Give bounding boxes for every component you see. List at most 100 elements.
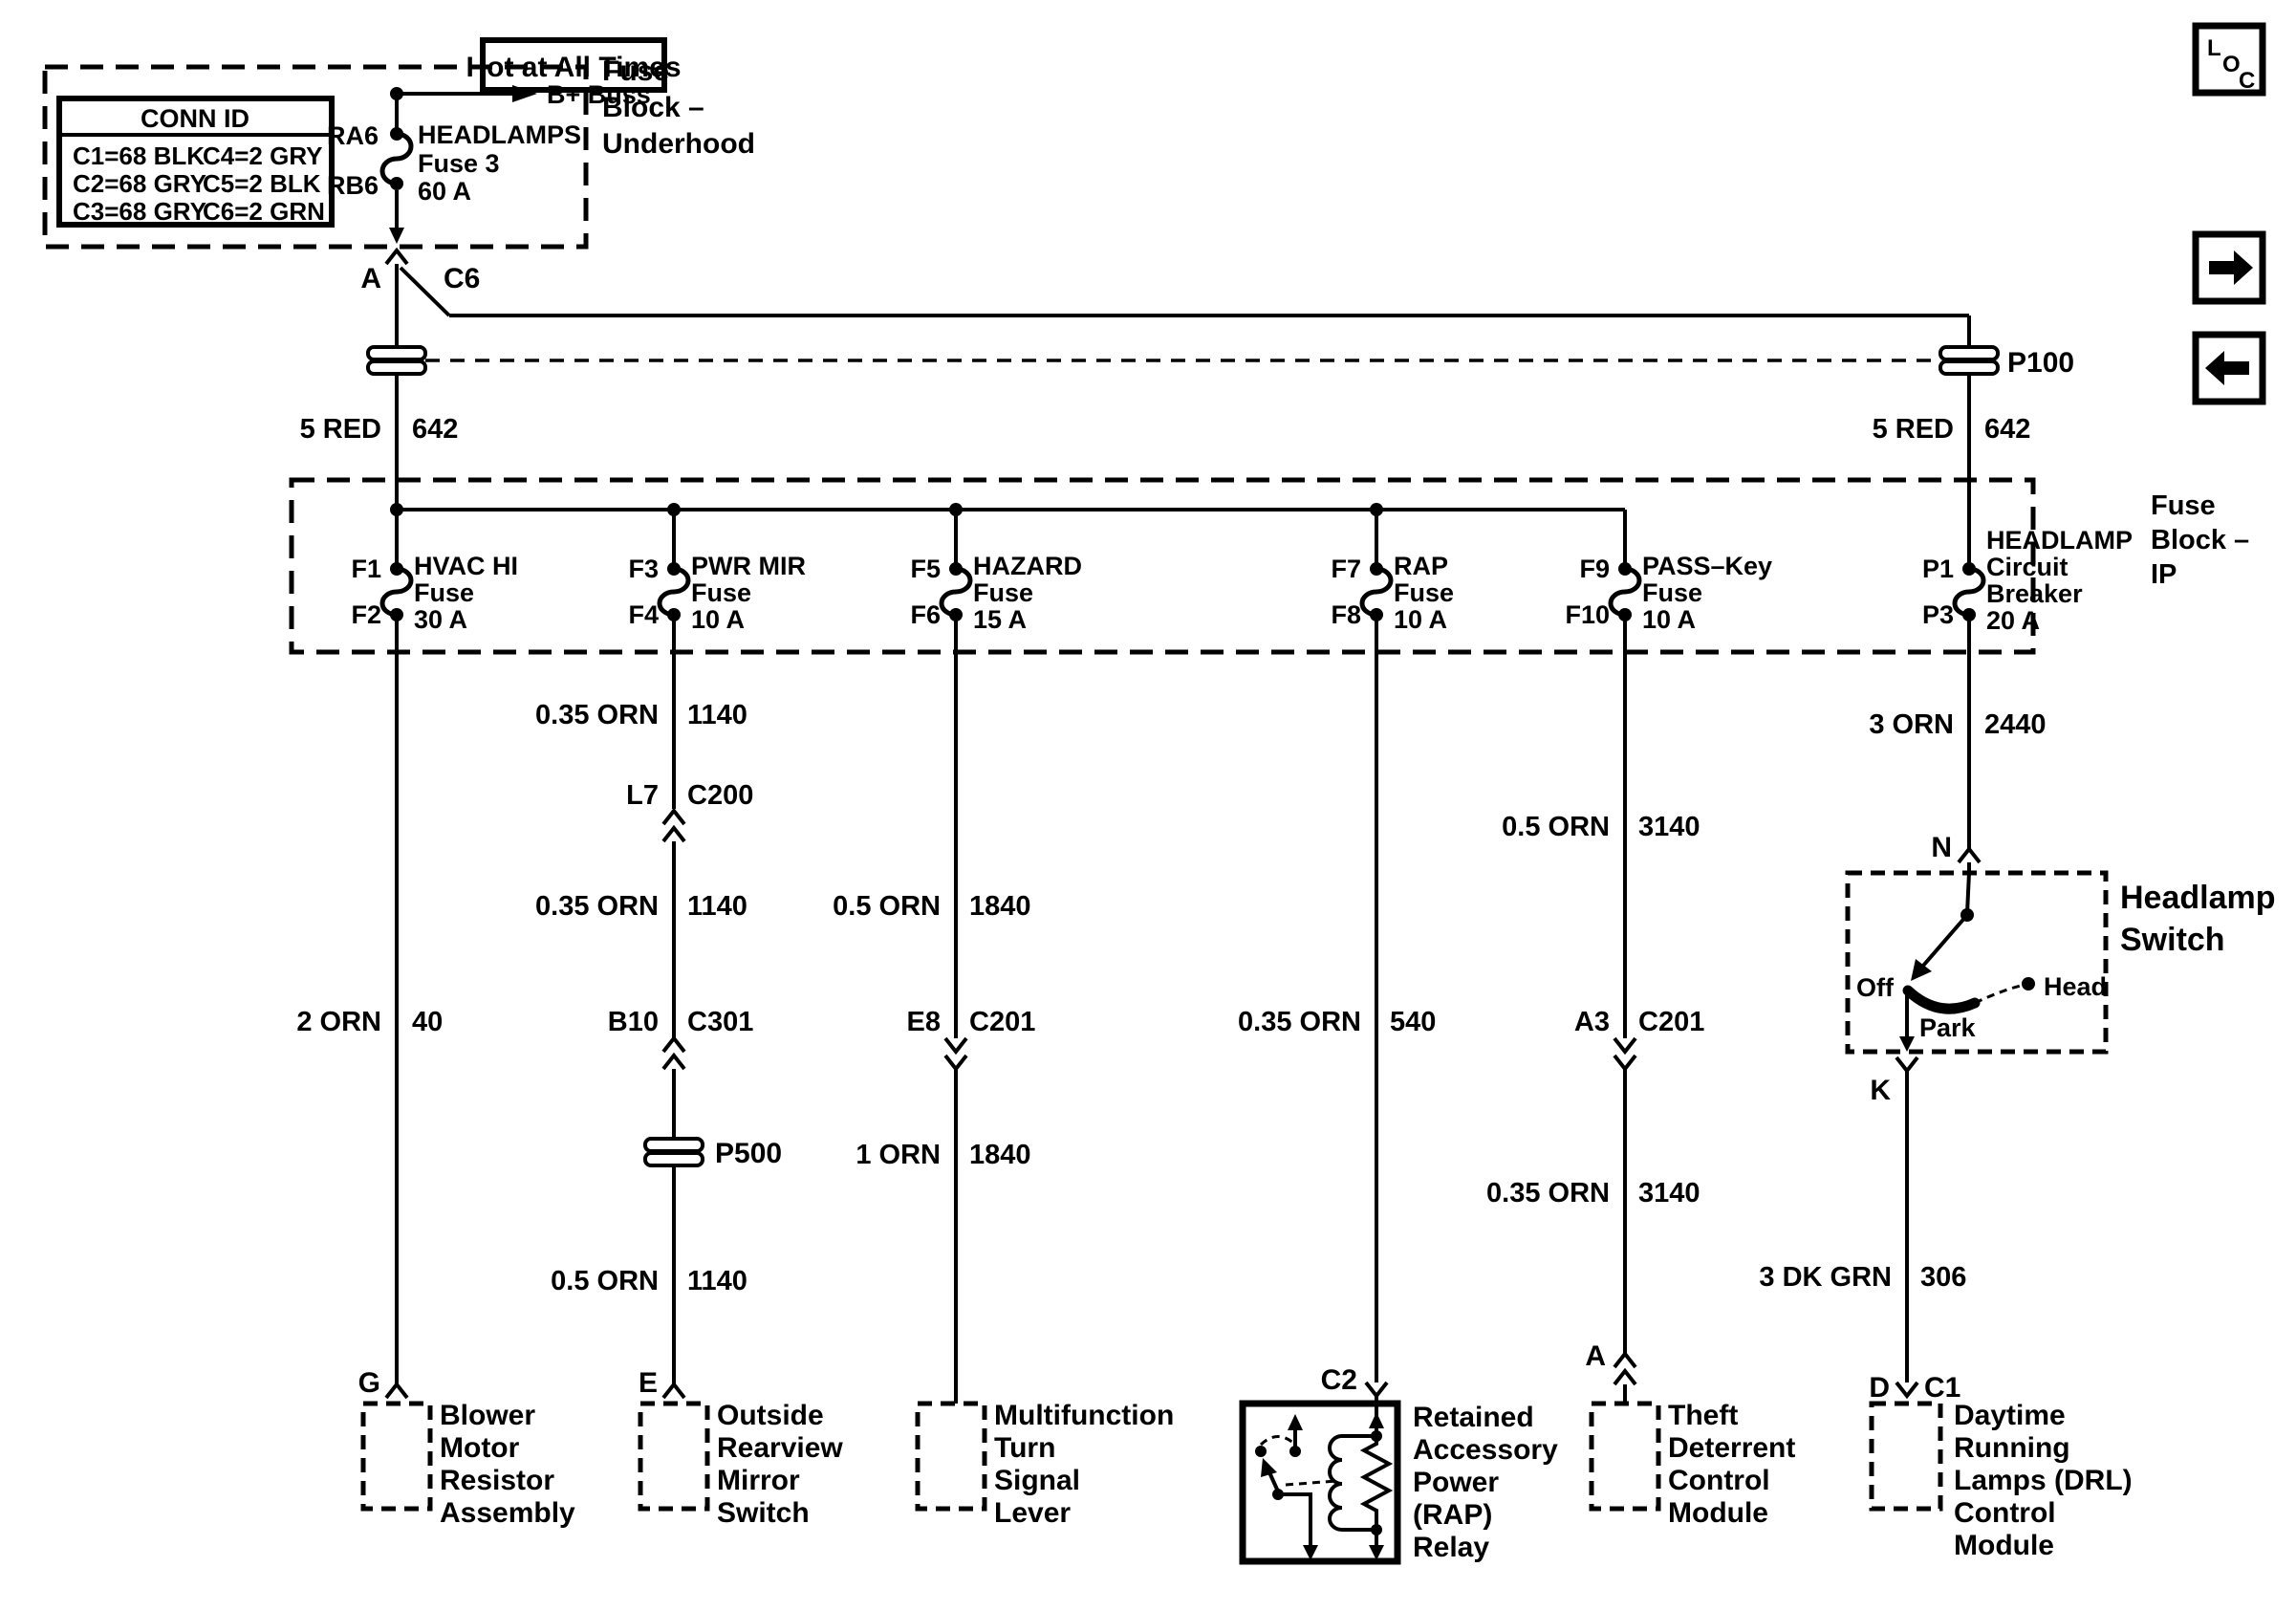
bplus-label: B+ Buss bbox=[547, 80, 651, 109]
component-label: Control bbox=[1668, 1465, 1770, 1496]
component-label: Control bbox=[1954, 1497, 2056, 1529]
conn-row: C3=68 GRY bbox=[73, 197, 206, 226]
breaker-name: HEADLAMP bbox=[1986, 526, 2133, 555]
breaker-pin: P3 bbox=[1922, 600, 1954, 629]
component-blower-motor-resistor: Blower Motor Resistor Assembly bbox=[360, 1400, 575, 1529]
fuse-pin: F6 bbox=[910, 600, 941, 629]
pin-label: E8 bbox=[907, 1007, 941, 1037]
fuse-name: HAZARD bbox=[973, 552, 1082, 580]
fuse-pin: F4 bbox=[628, 600, 659, 629]
wire-circuit: 306 bbox=[1920, 1262, 1966, 1293]
pin-label: L7 bbox=[626, 780, 659, 811]
wire-circuit: 3140 bbox=[1638, 812, 1700, 842]
component-label: Retained bbox=[1413, 1402, 1534, 1433]
component-box bbox=[1589, 1401, 1661, 1512]
component-drl-module: Daytime Running Lamps (DRL) Control Modu… bbox=[1869, 1400, 2133, 1561]
ip-label: Block – bbox=[2151, 525, 2249, 555]
component-label: Blower bbox=[440, 1400, 535, 1431]
underhood-fuse-block: Fuse Block – Underhood B+ Buss RA6 RB6 H… bbox=[42, 55, 755, 250]
headlamp-switch-label: Switch bbox=[2120, 922, 2225, 958]
grommet-icon bbox=[1939, 345, 2000, 376]
fuse-element-icon bbox=[1608, 566, 1642, 618]
fuse-element-icon bbox=[939, 566, 973, 618]
fuse-pin: RA6 bbox=[327, 121, 379, 150]
arrowhead-icon bbox=[1261, 1458, 1277, 1477]
component-box bbox=[360, 1401, 433, 1512]
splice-label: P500 bbox=[715, 1138, 782, 1169]
fuse-name: PASS–Key bbox=[1642, 552, 1772, 580]
conn-row: C2=68 GRY bbox=[73, 169, 206, 198]
connector-chevron-icon bbox=[384, 1381, 409, 1400]
component-label: Switch bbox=[717, 1497, 810, 1529]
wire-circuit: 2440 bbox=[1984, 709, 2047, 740]
contact-dot bbox=[1289, 1446, 1301, 1457]
wire-circuit: 1840 bbox=[969, 1140, 1031, 1170]
wire-gauge: 0.5 ORN bbox=[551, 1266, 659, 1296]
pin-label: C2 bbox=[1321, 1364, 1357, 1396]
fuse-pin: F8 bbox=[1331, 600, 1361, 629]
component-label: Lamps (DRL) bbox=[1954, 1465, 2133, 1496]
pin-label: N bbox=[1931, 832, 1952, 863]
connector-chevron-icon bbox=[1895, 1056, 1919, 1075]
fuse-pin: F7 bbox=[1331, 555, 1361, 583]
loc-box[interactable] bbox=[2192, 22, 2266, 97]
pin-label: D bbox=[1869, 1372, 1890, 1404]
component-box bbox=[915, 1401, 987, 1512]
ip-box bbox=[289, 477, 2036, 655]
wire-gauge: 3 DK GRN bbox=[1759, 1262, 1892, 1293]
wire-circuit: 642 bbox=[1984, 414, 2030, 445]
pin-label: K bbox=[1870, 1075, 1891, 1106]
breaker-pin: P1 bbox=[1922, 555, 1954, 583]
splice-label: P100 bbox=[2007, 347, 2074, 379]
connector-double-chevron-icon bbox=[1613, 1350, 1637, 1386]
wire-gauge: 3 ORN bbox=[1869, 709, 1954, 740]
component-label: Module bbox=[1954, 1530, 2054, 1561]
conn-row: C5=2 BLK bbox=[203, 169, 321, 198]
switch-head-dot bbox=[2022, 977, 2035, 991]
wire-gauge: 0.35 ORN bbox=[1486, 1178, 1610, 1208]
connector-chevron-icon bbox=[1895, 1381, 1919, 1400]
breaker-name: 20 A bbox=[1986, 606, 2040, 635]
component-rap-relay: Retained Accessory Power (RAP) Relay bbox=[1239, 1396, 1558, 1565]
fuse-name: 60 A bbox=[418, 177, 471, 206]
arrow-left-icon bbox=[2205, 351, 2249, 385]
component-label: Mirror bbox=[717, 1465, 800, 1496]
fuse-name: Fuse bbox=[973, 578, 1033, 607]
breaker-name: Circuit bbox=[1986, 553, 2069, 581]
headlamp-switch: Headlamp Switch Off Park Head K 3 DK GRN… bbox=[1759, 870, 2276, 1404]
next-page-button[interactable] bbox=[2192, 230, 2266, 305]
switch-position-off: Off bbox=[1856, 973, 1895, 1002]
switch-arm bbox=[1921, 913, 1969, 968]
wire-gauge: 0.35 ORN bbox=[535, 891, 659, 922]
connector-double-chevron-icon bbox=[661, 807, 686, 843]
component-label: Theft bbox=[1668, 1400, 1738, 1431]
wire-gauge: 0.5 ORN bbox=[1502, 812, 1610, 842]
component-theft-deterrent: Theft Deterrent Control Module bbox=[1589, 1400, 1795, 1529]
fuse-name: Fuse bbox=[691, 578, 751, 607]
switch-park-arc bbox=[1902, 985, 1981, 1014]
fuse-pin: F9 bbox=[1579, 555, 1610, 583]
circuit-headlamp: 3 ORN 2440 N bbox=[1869, 615, 2047, 873]
component-label: Rearview bbox=[717, 1432, 843, 1464]
underhood-label: Fuse bbox=[602, 55, 669, 87]
switch-position-park: Park bbox=[1919, 1013, 1977, 1042]
main-feed: A C6 P100 5 RED 642 5 RED 642 bbox=[300, 247, 2074, 480]
wire bbox=[1965, 872, 1971, 914]
fuse-pwr-mir: F3 F4 PWR MIR Fuse 10 A bbox=[628, 552, 806, 634]
fuse-name: Fuse bbox=[414, 578, 474, 607]
power-banner: Hot at All Times bbox=[466, 37, 682, 93]
loc-letter: L bbox=[2207, 35, 2221, 61]
wire-circuit: 1840 bbox=[969, 891, 1031, 922]
prev-page-button[interactable] bbox=[2192, 331, 2266, 405]
fuse-name: 10 A bbox=[1394, 605, 1447, 634]
fuse-pin: F10 bbox=[1565, 600, 1610, 629]
wire-gauge: 5 RED bbox=[1873, 414, 1954, 445]
fuse-pin: F2 bbox=[351, 600, 381, 629]
connector-chevron-icon bbox=[1957, 845, 1982, 864]
relay-contact-dashed-arc bbox=[1259, 1435, 1297, 1447]
component-box bbox=[638, 1401, 710, 1512]
circuit-blower: 2 ORN 40 G bbox=[296, 615, 443, 1400]
arrowhead-icon bbox=[1911, 959, 1932, 981]
loc-letter: C bbox=[2239, 68, 2255, 94]
loc-button[interactable]: L O C bbox=[2192, 22, 2266, 97]
